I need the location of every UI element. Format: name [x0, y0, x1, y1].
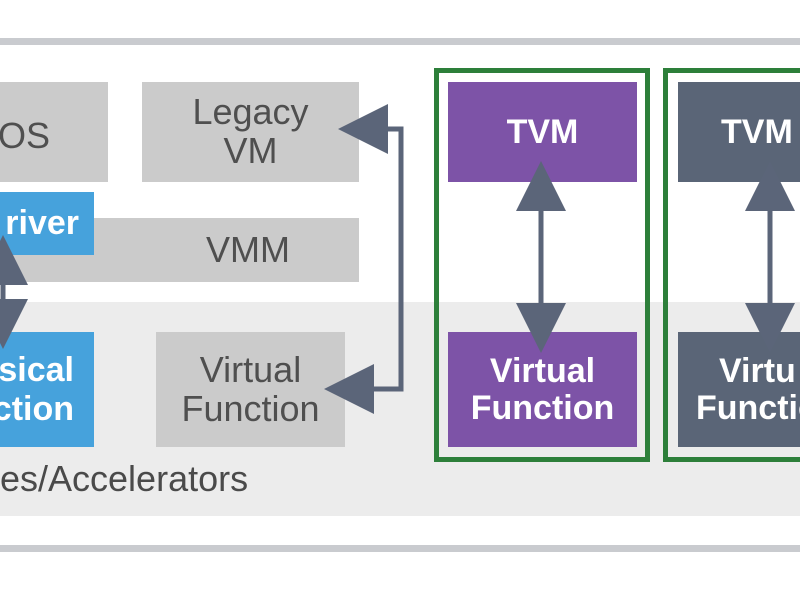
tvm-label-2: TVM: [721, 112, 793, 151]
virtual-function-box-tvm-2: Virtu Functio: [678, 332, 800, 447]
vmm-box: VMM: [0, 218, 359, 282]
virtual-function-label-legacy: Virtual Function: [181, 348, 320, 429]
host-os-label: t OS: [0, 115, 51, 156]
virtual-function-label-tvm-2: Virtu Functio: [696, 351, 800, 427]
tvm-box-1: TVM: [448, 82, 637, 182]
legacy-vm-box: Legacy VM: [142, 82, 359, 182]
tvm-group-frame-2: [663, 68, 800, 462]
driver-label: river: [5, 204, 79, 243]
virtual-function-box-legacy: Virtual Function: [156, 332, 345, 447]
host-os-box: t OS: [0, 82, 108, 182]
driver-box: river: [0, 192, 94, 255]
vmm-label: VMM: [206, 228, 290, 270]
tvm-label-1: TVM: [506, 112, 579, 151]
legacy-vm-label: Legacy VM: [192, 91, 309, 171]
physical-function-label: sical ction: [0, 351, 74, 428]
virtual-function-box-tvm-1: Virtual Function: [448, 332, 637, 447]
tvm-group-frame-1: [434, 68, 650, 462]
physical-function-box: sical ction: [0, 332, 94, 447]
virtual-function-label-tvm-1: Virtual Function: [470, 351, 615, 427]
devices-accelerators-label: es/Accelerators: [0, 458, 249, 499]
tvm-box-2: TVM: [678, 82, 800, 182]
